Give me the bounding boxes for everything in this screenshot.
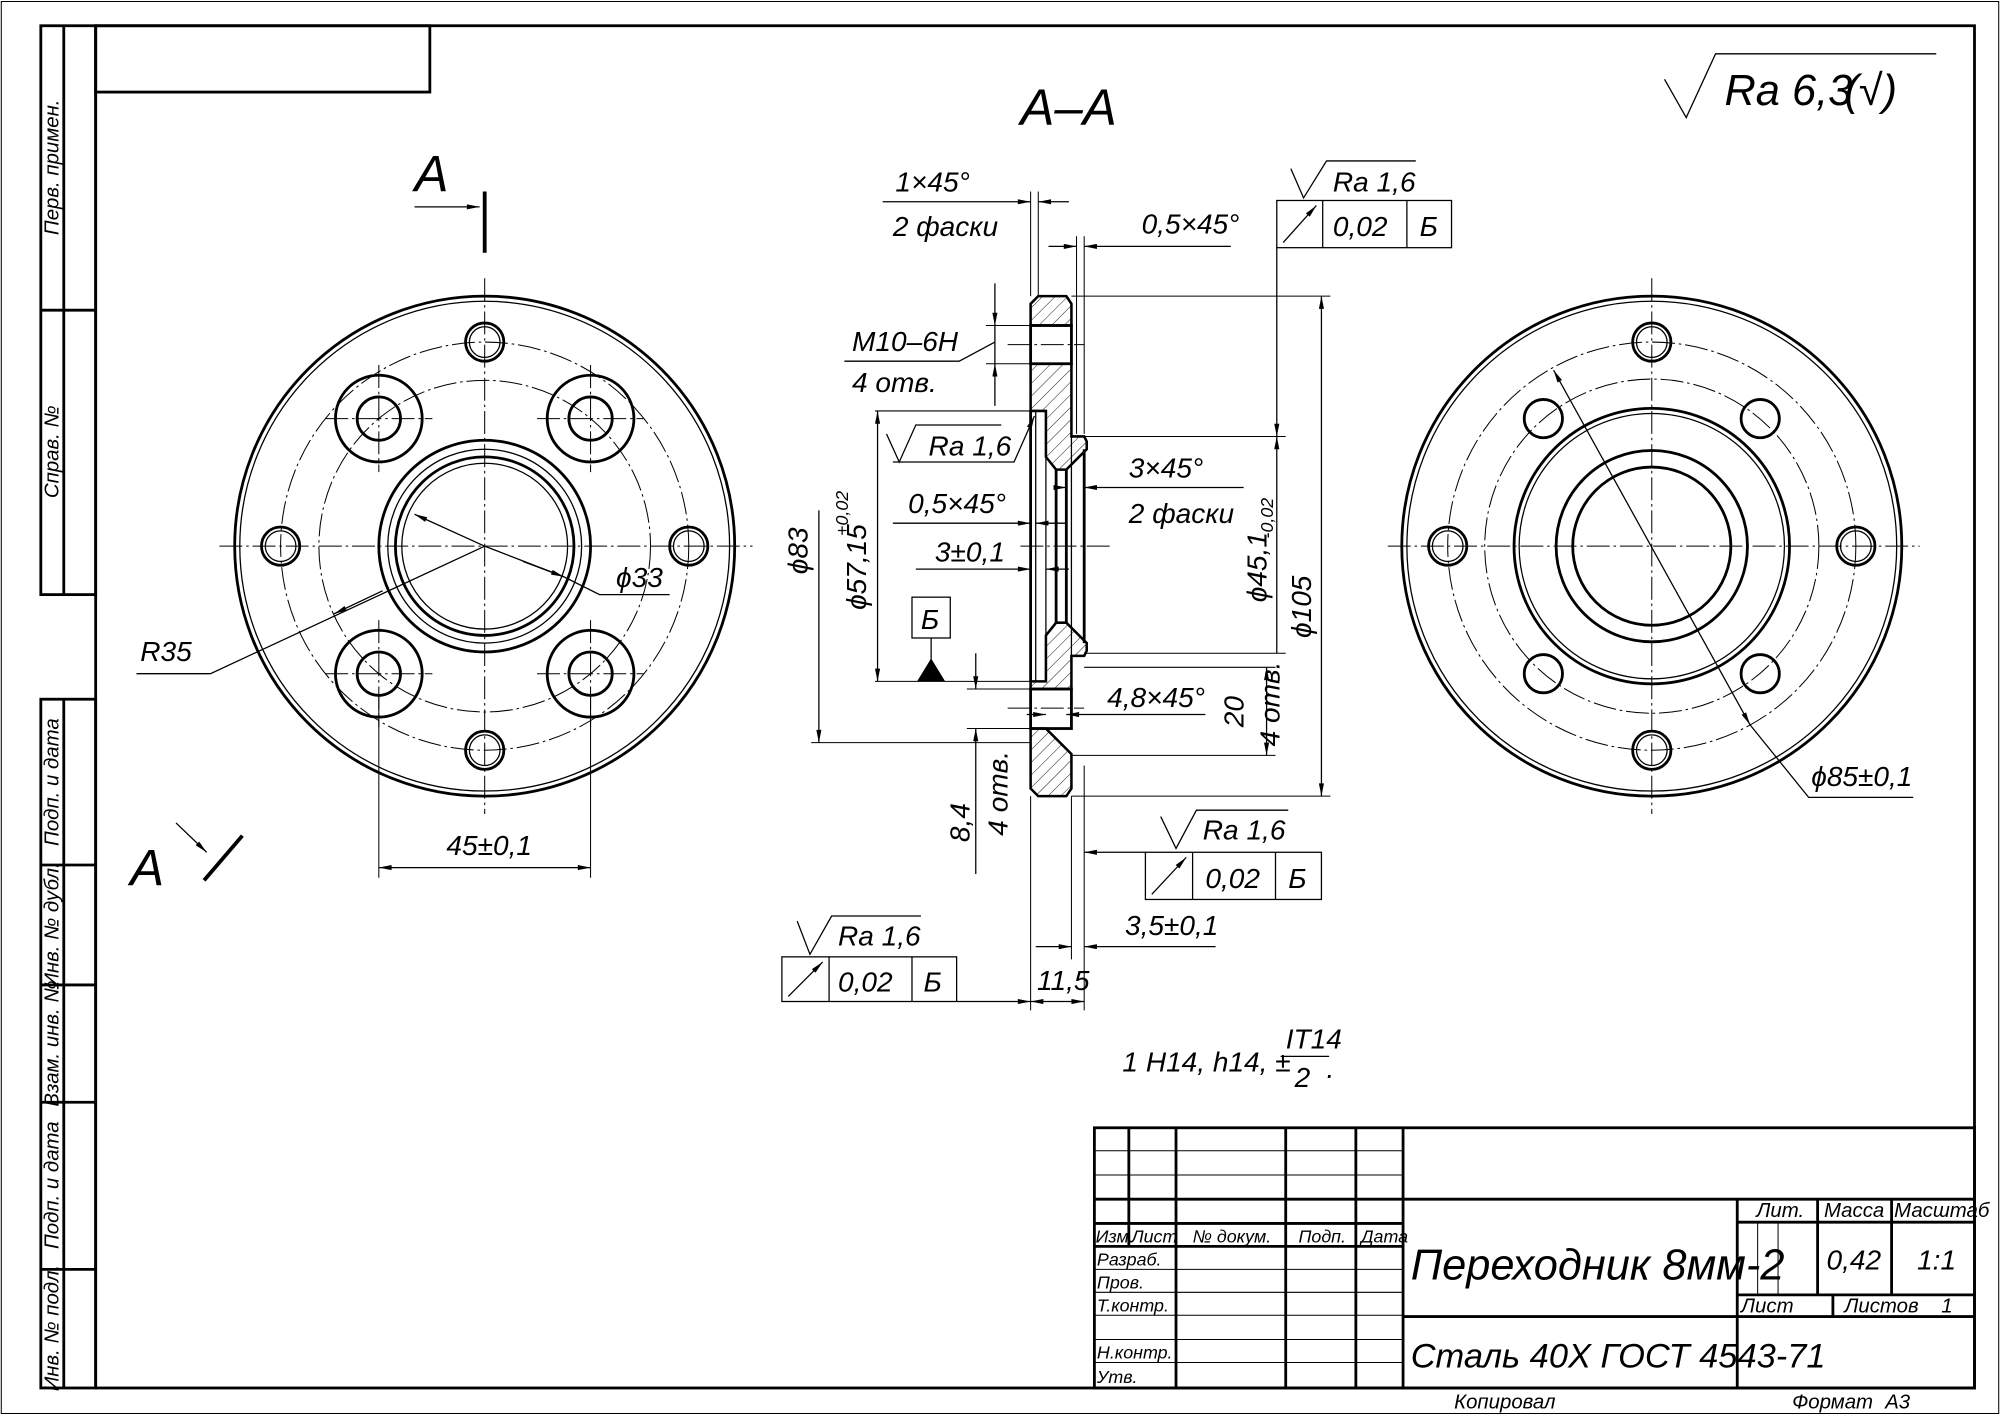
header-list: Лист — [1130, 1227, 1177, 1247]
general-tolerance-denominator: 2 — [1294, 1062, 1311, 1093]
frame-ra: Ra 1,6 — [1203, 815, 1286, 846]
section-mark-top: А — [412, 146, 449, 203]
header-doc: № докум. — [1193, 1227, 1272, 1247]
mass-label: Масса — [1824, 1200, 1884, 1222]
chamfer-hub-note: 2 фаски — [1128, 498, 1235, 529]
left-view: R35 ϕ33 45±0,1 А А — [127, 146, 753, 896]
title-block: Изм. Лист № докум. Подп. Дата Разраб. Пр… — [1092, 1126, 1991, 1413]
role-razrab: Разраб. — [1097, 1250, 1162, 1270]
role-nkontr: Н.контр. — [1097, 1343, 1173, 1363]
frame-datum: Б — [923, 966, 941, 997]
frame-value: 0,02 — [1333, 211, 1388, 242]
chamfer-hole-dimension: 4,8×45° — [1107, 682, 1205, 713]
dim20: 20 — [1219, 696, 1250, 729]
d84-count: 4 отв. — [983, 751, 1014, 836]
d45-dimension: ϕ45,1 — [1242, 532, 1273, 602]
side-label-inv-dubl: Инв. № дубл. — [42, 862, 64, 987]
depth-dimension: 3±0,1 — [935, 536, 1005, 567]
datum-label: Б — [921, 604, 939, 635]
header-izm: Изм. — [1096, 1227, 1134, 1247]
runout-tolerance-frame-middle: Ra 1,6 0,02 Б — [1084, 809, 1323, 901]
thread-dimension: M10–6H — [852, 326, 959, 357]
format-label: Формат — [1792, 1391, 1873, 1413]
dim20-count: 4 отв. — [1254, 662, 1285, 747]
chamfer-small-inner-dimension: 0,5×45° — [908, 488, 1006, 519]
d84-dimension: 8,4 — [944, 803, 975, 842]
general-tolerance-suffix: . — [1327, 1053, 1335, 1084]
section-mark-bottom: А — [127, 839, 164, 896]
side-label-podp-data-2: Подп. и дата — [42, 1121, 64, 1249]
frame-ra: Ra 1,6 — [1333, 167, 1416, 198]
runout-tolerance-frame-bottom: Ra 1,6 0,02 Б — [781, 915, 958, 1003]
sheet-label: Лист — [1739, 1296, 1794, 1318]
frame-datum: Б — [1288, 863, 1306, 894]
d57-dimension: ϕ57,15 — [841, 524, 872, 610]
thread-count: 4 отв. — [852, 367, 937, 398]
section-title: А–А — [1017, 79, 1116, 136]
copied-label: Копировал — [1454, 1391, 1556, 1413]
side-label-inv-podl: Инв. № подл. — [42, 1265, 64, 1392]
d105-dimension: ϕ105 — [1286, 575, 1317, 638]
radius-dimension: R35 — [140, 636, 192, 667]
d57-tolerance: +0,02 — [832, 491, 852, 536]
side-strip: Перв. примен. Справ. № Подп. и дата Инв.… — [39, 24, 98, 1392]
hub-length-dimension: 3,5±0,1 — [1125, 910, 1218, 941]
chamfer-top-dimension: 1×45° — [895, 167, 969, 198]
ra-inner: Ra 1,6 — [929, 431, 1012, 462]
part-name: Переходник 8мм-2 — [1411, 1242, 1785, 1290]
d83-dimension: ϕ83 — [782, 527, 813, 574]
header-sign: Подп. — [1298, 1227, 1346, 1247]
role-utv: Утв. — [1096, 1367, 1138, 1387]
side-label-perv-primen: Перв. примен. — [42, 100, 64, 236]
sheets-value: 1 — [1941, 1296, 1952, 1318]
chamfer-top-note: 2 фаски — [892, 211, 999, 242]
section-view: 1×45° 2 фаски 0,5×45° M10–6H 4 отв. Ra 1… — [782, 167, 1331, 1011]
chamfer-hub-dimension: 3×45° — [1129, 452, 1203, 483]
general-roughness-symbol: Ra 6,3 (√) — [1663, 53, 1937, 119]
mass-value: 0,42 — [1827, 1244, 1882, 1275]
general-tolerance-prefix: 1 H14, h14, ± — [1122, 1047, 1290, 1078]
d85-dimension: ϕ85±0,1 — [1811, 761, 1912, 792]
hole-spacing-dimension: 45±0,1 — [446, 830, 532, 861]
scale-label: Масштаб — [1894, 1200, 1991, 1222]
role-tkontr: Т.контр. — [1097, 1295, 1169, 1315]
threaded-holes — [260, 321, 710, 771]
general-roughness-value: Ra 6,3 — [1724, 67, 1852, 115]
side-label-podp-data-1: Подп. и дата — [42, 718, 64, 846]
side-label-sprav-no: Справ. № — [42, 405, 64, 498]
chamfer-small-top-dimension: 0,5×45° — [1142, 209, 1240, 240]
runout-arrow-icon — [1282, 205, 1317, 244]
format-value: А3 — [1884, 1391, 1911, 1413]
runout-tolerance-frame-top: Ra 1,6 0,02 Б — [1276, 160, 1453, 249]
frame-value: 0,02 — [838, 966, 893, 997]
general-tolerance-numerator: IT14 — [1286, 1024, 1342, 1055]
d45-tolerance: -0,02 — [1257, 498, 1277, 539]
scale-value: 1:1 — [1917, 1244, 1956, 1275]
header-date: Дата — [1359, 1227, 1408, 1247]
frame-datum: Б — [1420, 211, 1438, 242]
runout-arrow-icon — [1151, 856, 1187, 895]
frame-ra: Ra 1,6 — [838, 920, 921, 951]
side-label-vzam-inv: Взам. инв. № — [42, 981, 64, 1107]
right-view: ϕ85±0,1 — [1387, 278, 1920, 815]
total-length-dimension: 11,5 — [1037, 965, 1090, 996]
general-roughness-paren: (√) — [1844, 67, 1897, 115]
material: Сталь 40Х ГОСТ 4543-71 — [1411, 1338, 1826, 1376]
bore-dimension: ϕ33 — [616, 562, 663, 593]
lit-label: Лит. — [1754, 1200, 1804, 1222]
sheets-label: Листов — [1842, 1296, 1919, 1318]
datum-triangle — [917, 658, 946, 682]
runout-arrow-icon — [787, 961, 824, 997]
general-tolerance-note: 1 H14, h14, ± IT14 2 . — [1122, 1024, 1341, 1093]
role-prov: Пров. — [1097, 1272, 1144, 1292]
frame-value: 0,02 — [1205, 863, 1260, 894]
